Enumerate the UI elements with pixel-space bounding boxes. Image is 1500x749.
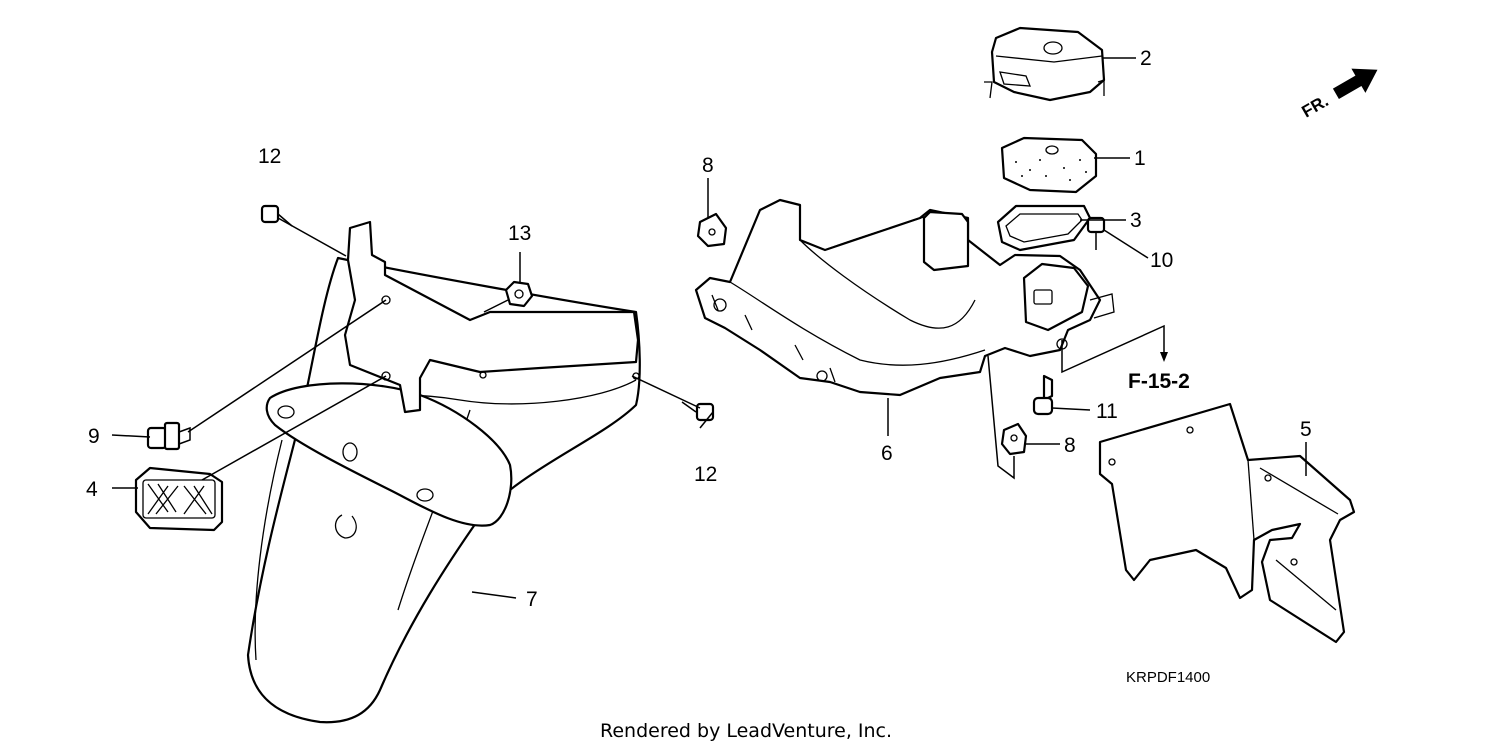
callout-12-lower: 12 (694, 463, 717, 486)
clip-part-8-lower (1000, 422, 1028, 456)
diagram-code: KRPDF1400 (1126, 669, 1210, 686)
battery-tray-part-6 (694, 198, 1115, 397)
reflector-part-4 (134, 466, 224, 532)
callout-9: 9 (88, 425, 100, 448)
clip-part-8-upper (696, 212, 728, 248)
air-filter-cover-part-2 (984, 26, 1106, 102)
callout-12-upper: 12 (258, 145, 281, 168)
callout-13: 13 (508, 222, 531, 245)
leader-lines (111, 57, 1307, 599)
reference-f-15-2[interactable]: F-15-2 (1128, 370, 1190, 393)
gasket-part-3 (996, 204, 1092, 252)
front-direction-arrow-icon: FR. (1299, 68, 1378, 121)
callout-6: 6 (881, 442, 893, 465)
credit-text: Rendered by LeadVenture, Inc. (600, 720, 892, 742)
callout-7: 7 (526, 588, 538, 611)
screw-part-11 (1032, 374, 1054, 416)
callout-4: 4 (86, 478, 98, 501)
air-filter-element-part-1 (1000, 136, 1098, 194)
bolt-part-9 (146, 421, 191, 451)
callout-1: 1 (1134, 147, 1146, 170)
plate-part-5 (1098, 402, 1356, 644)
callout-8-upper: 8 (702, 154, 714, 177)
callout-10: 10 (1150, 249, 1173, 272)
callout-11: 11 (1096, 400, 1118, 423)
nut-part-13 (504, 280, 534, 308)
direction-label: FR. (1299, 91, 1332, 121)
callout-5: 5 (1300, 418, 1312, 441)
bolt-part-10 (1086, 216, 1106, 250)
callout-2: 2 (1140, 47, 1152, 70)
screw-part-12-upper (260, 204, 293, 227)
callout-8-lower: 8 (1064, 434, 1076, 457)
rear-fender-part-7 (246, 220, 641, 724)
callout-3: 3 (1130, 209, 1142, 232)
